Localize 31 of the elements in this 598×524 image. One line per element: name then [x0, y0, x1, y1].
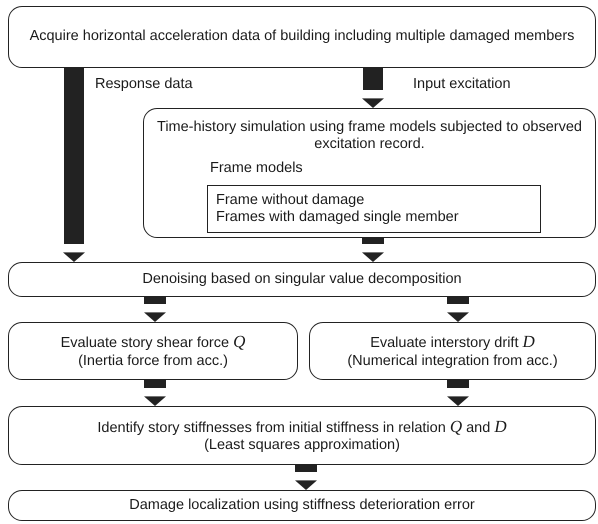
step-text: Evaluate interstory drift D	[370, 332, 535, 352]
process-box	[8, 262, 596, 297]
edge-label: Response data	[95, 76, 193, 92]
step-note: (Numerical integration from acc.)	[347, 352, 558, 370]
edge-label: Input excitation	[413, 76, 511, 92]
process-box	[8, 490, 596, 521]
process-box	[309, 322, 596, 380]
step-text: Identify story stiffnesses from initial stiffness in relation Q and D	[97, 416, 507, 437]
step-text: Time-history simulation using frame models subjected to observed excitation record.	[156, 119, 583, 154]
block-arrow	[144, 380, 166, 406]
list-item: Frames with damaged single member	[216, 209, 459, 226]
process-box	[8, 6, 596, 68]
block-arrow	[362, 238, 384, 262]
block-arrow	[447, 297, 469, 322]
process-box	[143, 108, 596, 238]
step-text: Damage localization using stiffness deterioration error	[129, 496, 475, 514]
list-box	[207, 185, 541, 233]
block-arrow	[63, 68, 85, 262]
block-arrow	[447, 380, 469, 406]
step-note: (Least squares approximation)	[204, 437, 400, 454]
process-box	[8, 322, 298, 380]
step-note: Frame models	[210, 160, 303, 178]
block-arrow	[144, 297, 166, 322]
step-note: (Inertia force from acc.)	[78, 352, 228, 370]
step-text: Denoising based on singular value decomposition	[142, 270, 462, 288]
step-text: Acquire horizontal acceleration data of building including multiple damaged members	[30, 28, 574, 46]
list-item: Frame without damage	[216, 192, 364, 209]
block-arrow	[362, 68, 384, 108]
process-box	[8, 406, 596, 465]
block-arrow	[295, 465, 317, 490]
step-text: Evaluate story shear force Q	[60, 332, 246, 352]
